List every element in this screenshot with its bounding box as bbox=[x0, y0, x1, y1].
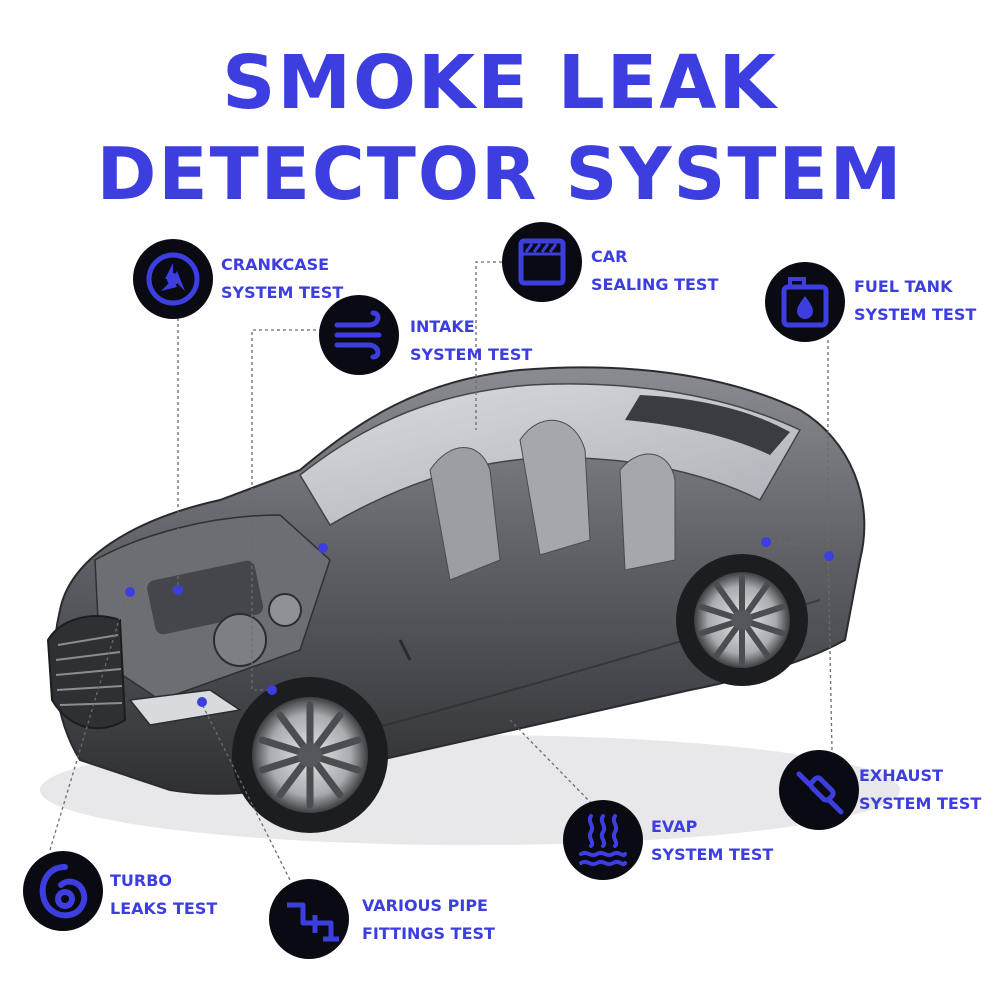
window-seal-icon bbox=[502, 222, 582, 302]
crankcase-icon bbox=[133, 239, 213, 319]
crankcase-label-line2: SYSTEM TEST bbox=[221, 283, 344, 302]
title-line-2: DETECTOR SYSTEM bbox=[96, 132, 904, 216]
intake-label-line1: INTAKE bbox=[410, 317, 475, 336]
evap-heat-icon bbox=[563, 800, 643, 880]
turbo-label-line2: LEAKS TEST bbox=[110, 899, 218, 918]
pipe-label-line2: FITTINGS TEST bbox=[362, 924, 495, 943]
car-sealing-label-line2: SEALING TEST bbox=[591, 275, 719, 294]
exhaust-label-line2: SYSTEM TEST bbox=[859, 794, 982, 813]
crankcase-label-line1: CRANKCASE bbox=[221, 255, 330, 274]
turbo-icon bbox=[23, 851, 103, 931]
pipe-fittings-icon bbox=[269, 879, 349, 959]
fuel-tank-label-line2: SYSTEM TEST bbox=[854, 305, 977, 324]
car-sealing-label-line1: CAR bbox=[591, 247, 628, 266]
intake-label-line2: SYSTEM TEST bbox=[410, 345, 533, 364]
title-line-1: SMOKE LEAK bbox=[222, 40, 778, 126]
exhaust-label-line1: EXHAUST bbox=[859, 766, 943, 785]
fuel-tank-label-line1: FUEL TANK bbox=[854, 277, 953, 296]
fuel-tank-icon bbox=[765, 262, 845, 342]
evap-label-line1: EVAP bbox=[651, 817, 698, 836]
exhaust-pipe-icon bbox=[779, 750, 859, 830]
turbo-label-line1: TURBO bbox=[110, 871, 173, 890]
pipe-label-line1: VARIOUS PIPE bbox=[362, 896, 488, 915]
intake-wind-icon bbox=[319, 295, 399, 375]
evap-label-line2: SYSTEM TEST bbox=[651, 845, 774, 864]
